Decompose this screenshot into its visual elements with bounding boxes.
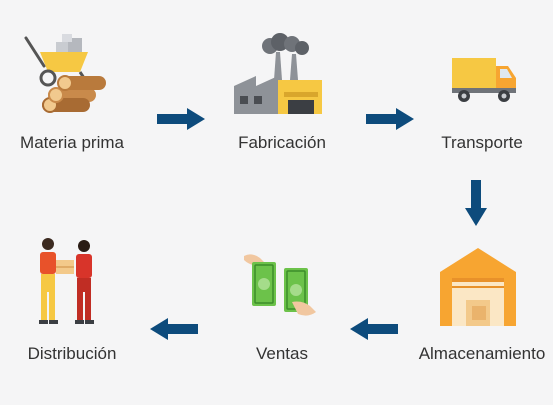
step-transporte (448, 52, 520, 104)
step-label: Fabricación (238, 133, 326, 152)
arrow-left-icon (350, 318, 398, 340)
truck-icon (452, 58, 516, 102)
warehouse-icon (440, 248, 516, 326)
step-label: Materia prima (20, 133, 124, 152)
step-fabricacion (232, 30, 327, 118)
arrow-right-icon (366, 108, 414, 130)
step-distribucion (30, 234, 106, 328)
step-ventas (242, 250, 322, 320)
step-label: Distribución (27, 344, 117, 363)
handover-people-icon (39, 238, 94, 324)
step-label: Almacenamiento (418, 344, 546, 363)
step-label: Transporte (441, 133, 523, 152)
money-hands-icon (244, 254, 316, 316)
step-label: Ventas (256, 344, 308, 363)
step-almacenamiento (436, 244, 520, 328)
arrow-right-icon (157, 108, 205, 130)
arrow-down-icon (465, 180, 487, 226)
wheelbarrow-logs-icon (24, 34, 106, 113)
arrow-left-icon (150, 318, 198, 340)
step-materia-prima (18, 30, 113, 118)
factory-icon (234, 33, 322, 114)
